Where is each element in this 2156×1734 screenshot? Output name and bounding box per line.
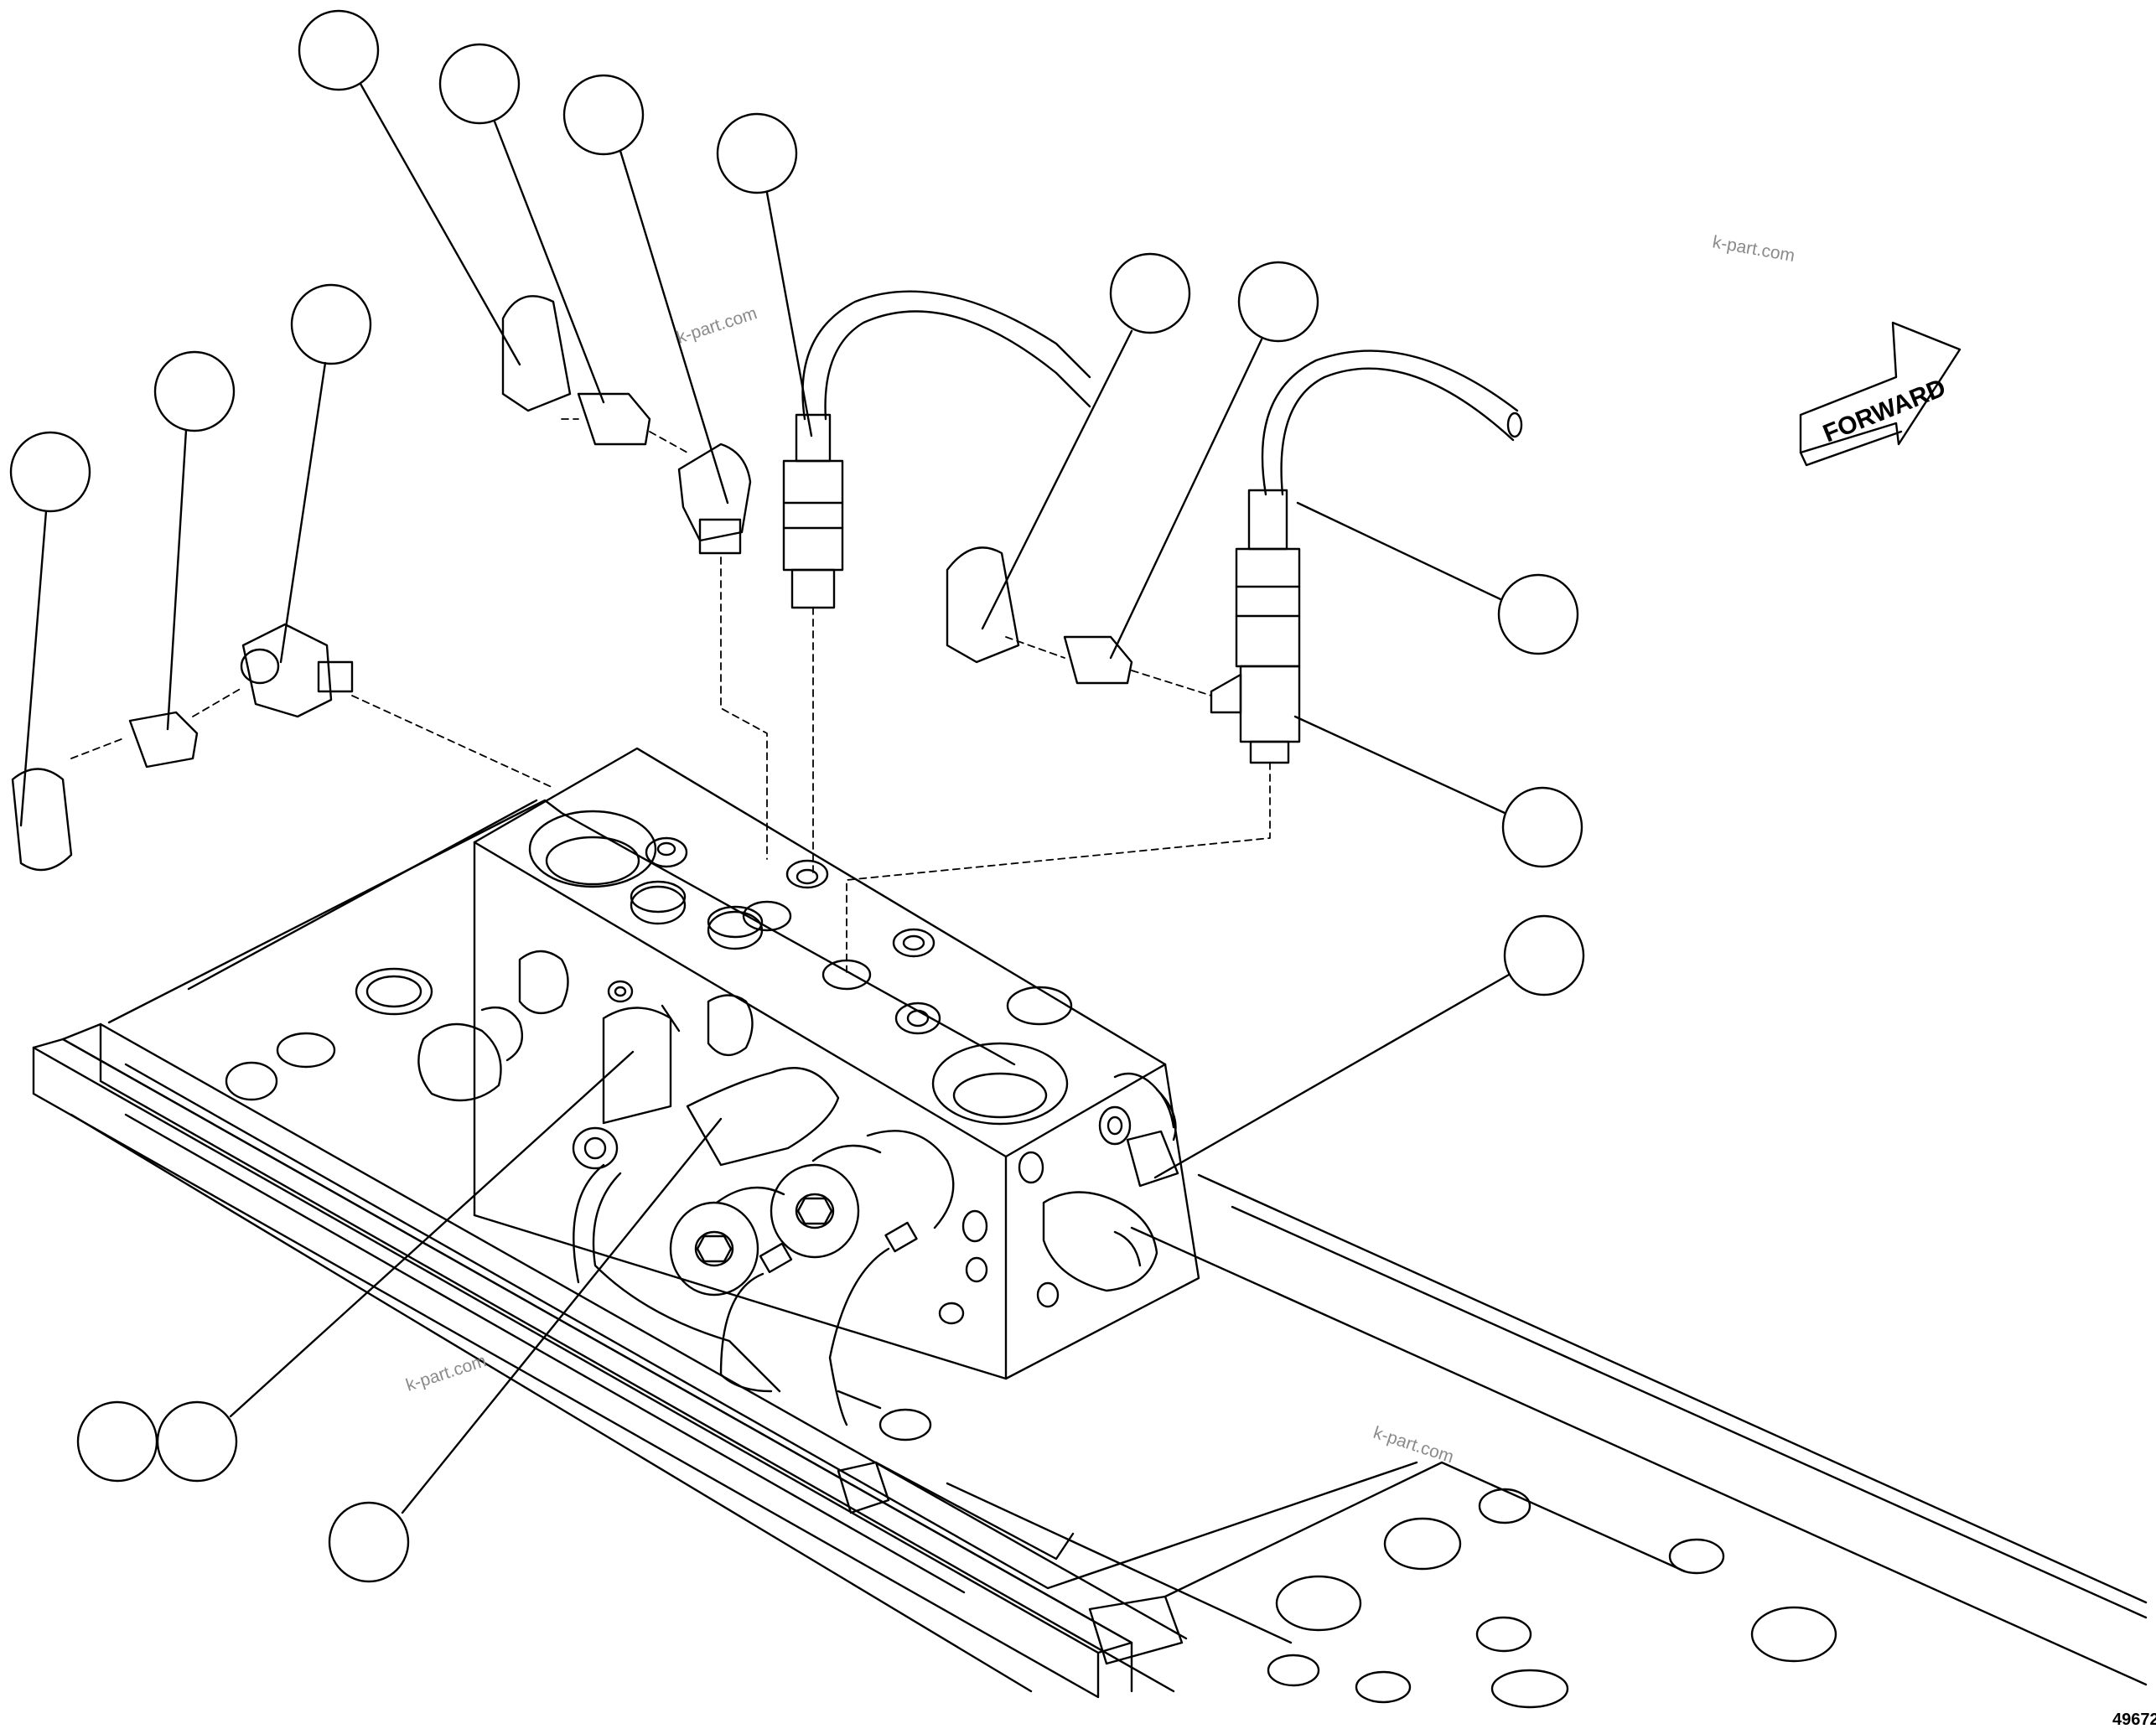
watermark: k-part.com bbox=[1371, 1423, 1455, 1467]
solenoid-coils bbox=[573, 1130, 955, 1426]
frame-rails bbox=[32, 799, 2148, 1699]
watermark: k-part.com bbox=[674, 303, 759, 348]
leader-lines bbox=[19, 82, 1511, 1514]
assembly-paths bbox=[70, 418, 1271, 973]
plate-holes bbox=[225, 967, 1837, 1709]
pressure-sensor-left bbox=[782, 290, 1091, 609]
callout-balloons bbox=[9, 9, 1585, 1583]
valve-caps bbox=[417, 950, 1179, 1292]
adapters-and-caps bbox=[11, 295, 1133, 1167]
figure-number: 49672 bbox=[2112, 1711, 2156, 1729]
forward-arrow-icon bbox=[1799, 321, 1962, 467]
valve-manifold-block bbox=[473, 747, 1200, 1380]
pressure-sensor-right bbox=[1210, 349, 1523, 764]
elbow-fittings bbox=[240, 443, 752, 718]
watermark: k-part.com bbox=[1711, 232, 1796, 266]
watermark: k-part.com bbox=[403, 1351, 488, 1395]
